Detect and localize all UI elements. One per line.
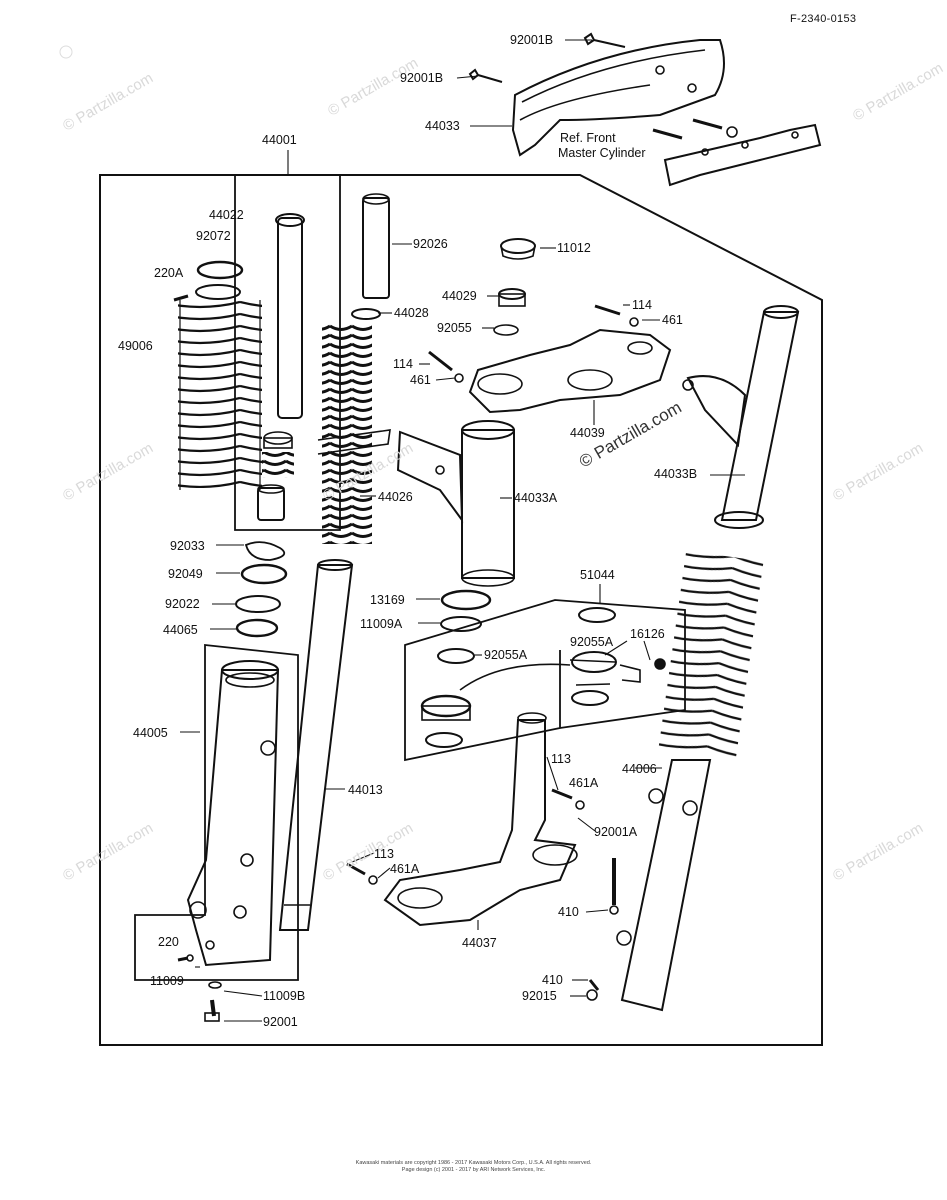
steering-seal-frame: [404, 599, 686, 762]
part-label: 13169: [370, 593, 405, 607]
part-label: 410: [558, 905, 579, 919]
part-label: 92001: [263, 1015, 298, 1029]
part-label: 11009: [150, 974, 184, 988]
fork-inner-tube: [277, 217, 303, 419]
cap-11012: [500, 238, 536, 254]
part-label: 92055A: [570, 635, 614, 649]
part-label: 92015: [522, 989, 557, 1003]
small-spring: [262, 452, 294, 478]
slide-bush: [235, 618, 279, 638]
part-label: 51044: [580, 568, 615, 582]
part-label: 44037: [462, 936, 497, 950]
part-label: 461: [410, 373, 431, 387]
part-label: 92026: [413, 237, 448, 251]
part-label: 92001B: [400, 71, 444, 85]
steering-stem: [383, 719, 577, 927]
part-label: 44013: [348, 783, 383, 797]
copyright-line: Kawasaki materials are copyright 1986 - …: [355, 1160, 592, 1166]
part-label: 461A: [569, 776, 599, 790]
part-label: 461A: [390, 862, 420, 876]
part-label: 113: [374, 847, 394, 861]
fork-lower-tube: [186, 669, 280, 967]
part-label: 44005: [133, 726, 168, 740]
headlight-bracket: [511, 39, 725, 157]
part-label: 44065: [163, 623, 198, 637]
part-label: 114: [393, 357, 413, 371]
part-label: 44033B: [654, 467, 698, 481]
part-label: 44001: [262, 133, 297, 147]
part-label: 113: [551, 752, 571, 766]
dust-boot: [178, 298, 262, 488]
part-label: 220: [158, 935, 179, 949]
headlight-tube: [461, 429, 515, 579]
upper-triple-clamp: [468, 328, 672, 414]
reference-note: Ref. Front Master Cylinder: [558, 131, 646, 161]
part-label: 44006: [622, 762, 657, 776]
part-label: 44039: [570, 426, 605, 440]
part-label: 44026: [378, 490, 413, 504]
steering-bearing: [440, 589, 492, 611]
reference-note-line: Ref. Front: [560, 131, 616, 145]
watermark-circle-1: [59, 45, 73, 59]
part-label: 11009B: [263, 989, 306, 1003]
master-cylinder-bracket: [663, 123, 822, 187]
main-frame: [99, 174, 823, 1046]
part-label: 44029: [442, 289, 477, 303]
part-label: 49006: [118, 339, 153, 353]
fork-spacer-tube: [362, 197, 390, 299]
part-label: 114: [632, 298, 652, 312]
part-label: 92072: [196, 229, 231, 243]
part-label: 92055: [437, 321, 472, 335]
copyright-line: Page design (c) 2001 - 2017 by ARI Netwo…: [401, 1167, 546, 1173]
part-label: 92055A: [484, 648, 528, 662]
right-dust-boot: [658, 550, 764, 760]
part-label: 44033A: [514, 491, 558, 505]
part-label: 92022: [165, 597, 200, 611]
copyright-notice: Kawasaki materials are copyright 1986 - …: [0, 1160, 947, 1174]
part-label: 461: [662, 313, 683, 327]
part-label: 44033: [425, 119, 460, 133]
diagram-code: F-2340-0153: [790, 13, 857, 25]
oil-seal: [240, 563, 288, 585]
reference-note-line: Master Cylinder: [558, 146, 646, 160]
part-label: 220A: [154, 266, 184, 280]
part-label: 11009A: [360, 617, 403, 631]
part-label: 16126: [630, 627, 665, 641]
part-label: 11012: [557, 241, 591, 255]
part-label: 92049: [168, 567, 203, 581]
fork-outer-tube: [278, 564, 354, 931]
right-fork-lower-tube: [620, 759, 712, 1012]
part-label: 92001A: [594, 825, 638, 839]
right-fork-upper-tube: [720, 311, 800, 521]
part-label: 410: [542, 973, 563, 987]
part-label: 44028: [394, 306, 429, 320]
part-label: 44022: [209, 208, 244, 222]
headlight-bracket-plate: [396, 430, 464, 524]
part-label: 92033: [170, 539, 205, 553]
part-label: 92001B: [510, 33, 554, 47]
